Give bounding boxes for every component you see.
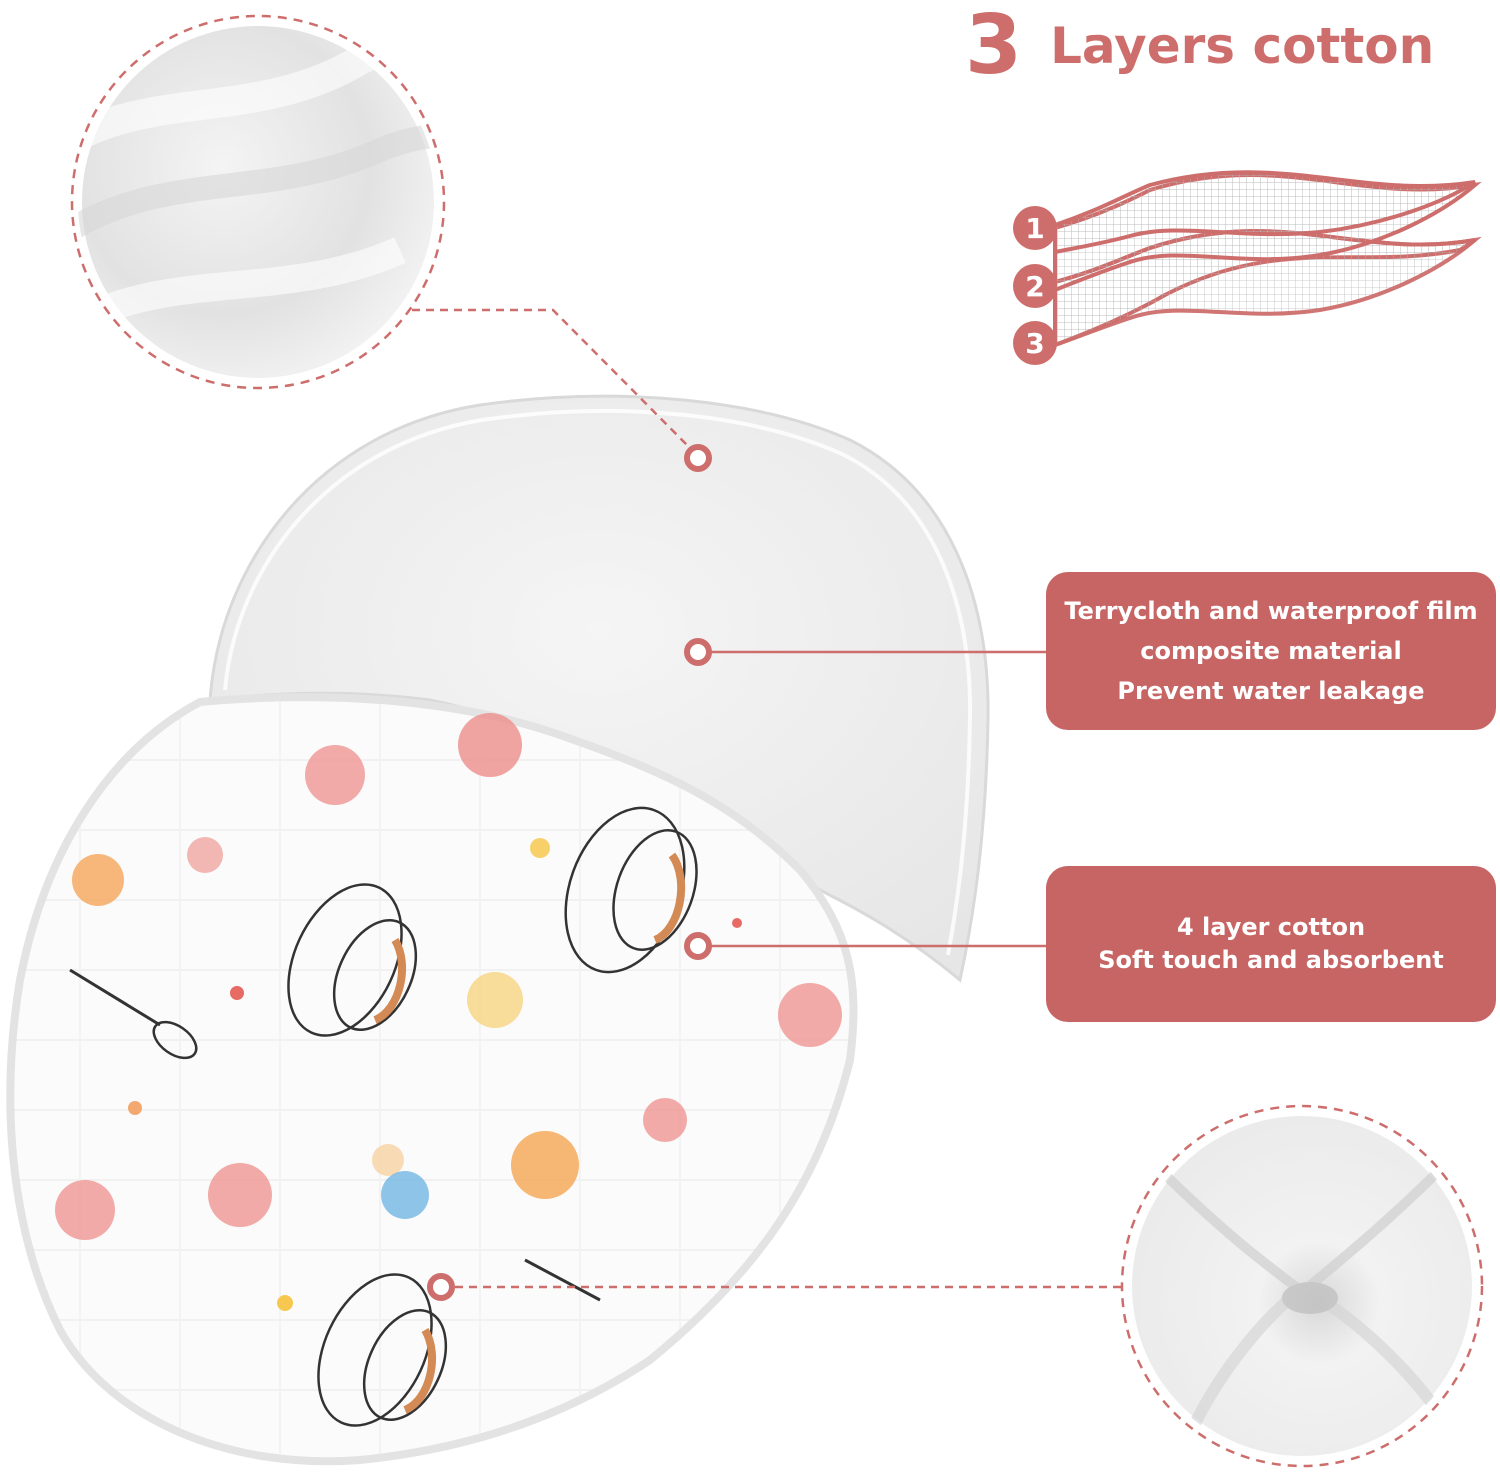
watercolor-spots bbox=[55, 713, 842, 1311]
callout-line: Prevent water leakage bbox=[1117, 677, 1425, 705]
callout-terrycloth: Terrycloth and waterproof film composite… bbox=[1046, 572, 1496, 730]
layer-diagram bbox=[1053, 170, 1482, 348]
callout-muslin: 4 layer cotton Soft touch and absorbent bbox=[1046, 866, 1496, 1022]
terry-closeup bbox=[70, 14, 446, 390]
headline-title: Layers cotton bbox=[1050, 17, 1435, 75]
teacup-illustration bbox=[69, 806, 698, 1427]
callout-line: Soft touch and absorbent bbox=[1098, 946, 1444, 974]
layer-marker-2: 2 bbox=[1025, 270, 1044, 303]
muslin-layer bbox=[6, 693, 858, 1466]
layer-markers: 1 2 3 bbox=[1013, 206, 1057, 365]
layer-marker-3: 3 bbox=[1025, 327, 1044, 360]
callout-line: composite material bbox=[1140, 637, 1402, 665]
callout-line: Terrycloth and waterproof film bbox=[1064, 597, 1478, 625]
headline: 3 Layers cotton bbox=[965, 0, 1434, 92]
headline-number: 3 bbox=[965, 0, 1023, 93]
marker-dots bbox=[427, 444, 712, 1301]
leader-lines bbox=[412, 308, 1122, 1289]
muslin-closeup bbox=[1120, 1104, 1484, 1468]
callout-line: 4 layer cotton bbox=[1176, 913, 1366, 941]
layer-marker-1: 1 bbox=[1025, 212, 1044, 245]
